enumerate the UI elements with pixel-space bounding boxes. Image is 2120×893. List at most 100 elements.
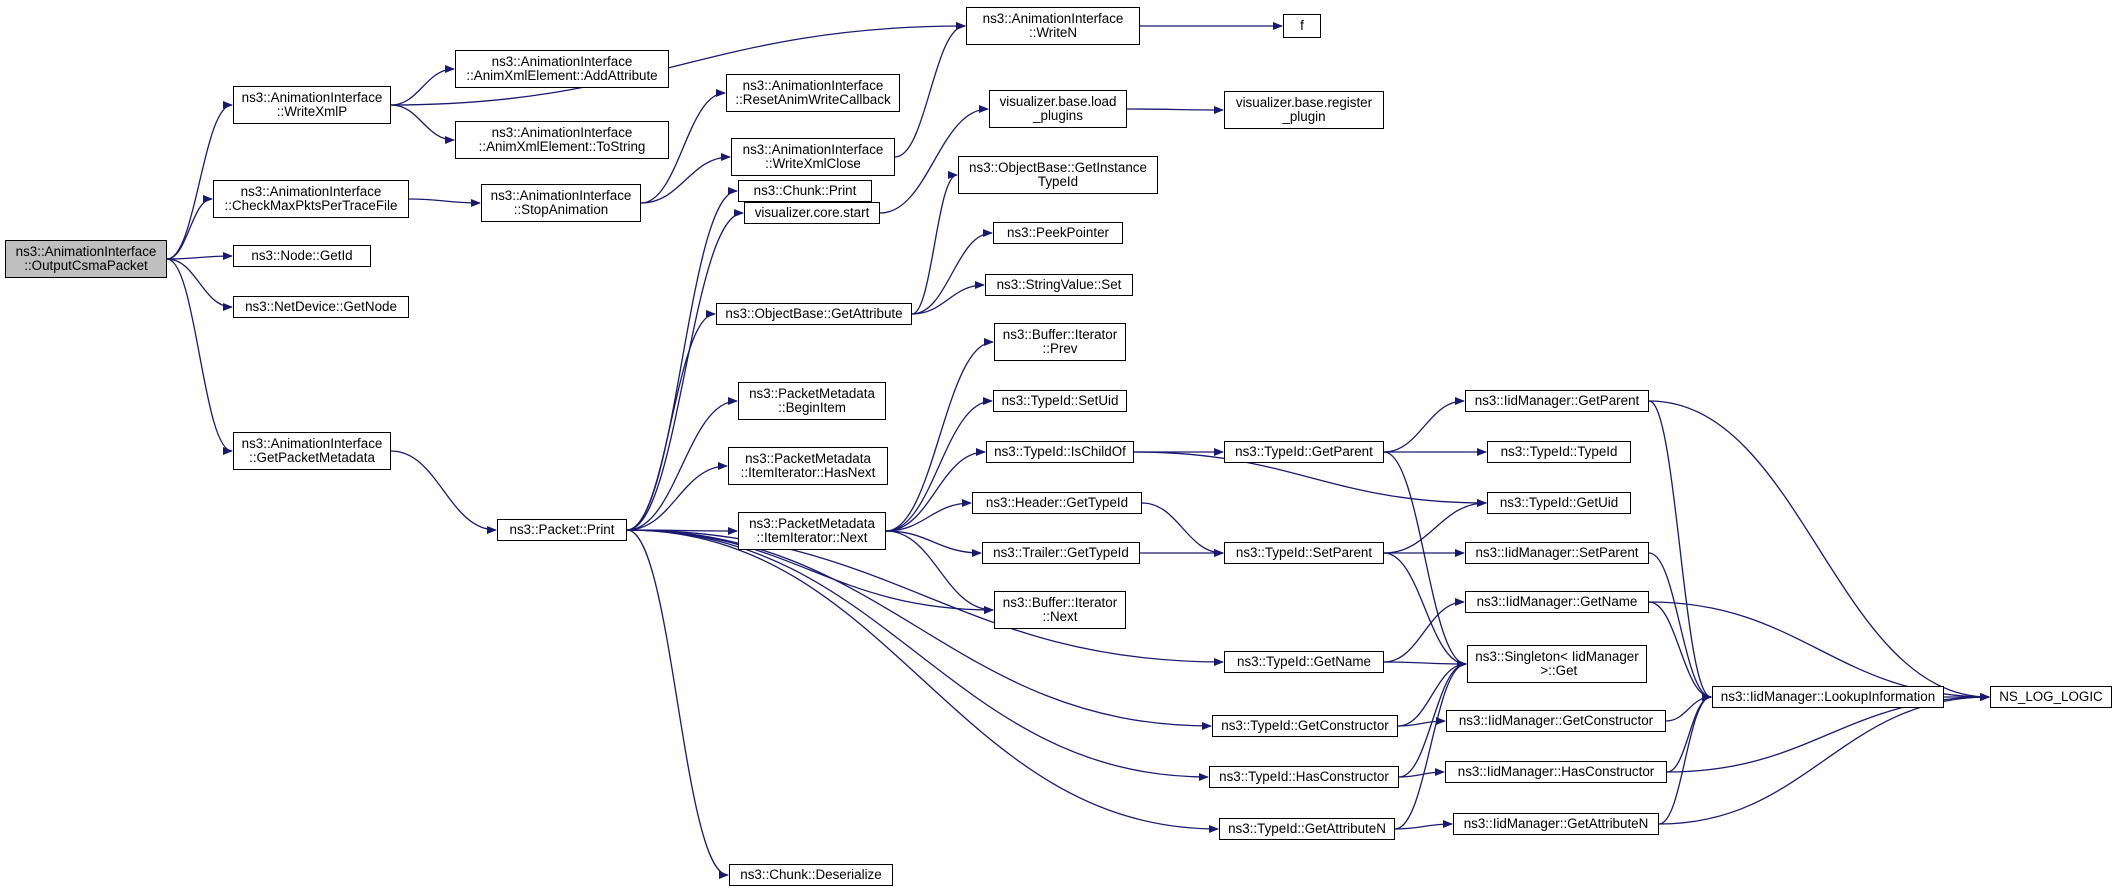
node-iid-lookup-information[interactable]: ns3::IidManager::LookupInformation [1712,686,1944,708]
node-visualizer-core-start[interactable]: visualizer.core.start [744,202,880,224]
edge-check-max-pkts-to-stop-animation [408,198,481,207]
node-typeid-get-uid[interactable]: ns3::TypeId::GetUid [1487,492,1631,514]
edge-typeid-get-attribute-n-to-iid-get-attribute-n [1394,820,1453,830]
node-visualizer-load-plugins[interactable]: visualizer.base.load_plugins [989,90,1127,128]
node-item-iterator-has-next[interactable]: ns3::PacketMetadata::ItemIterator::HasNe… [728,447,888,485]
node-visualizer-register-plugin[interactable]: visualizer.base.register_plugin [1224,91,1384,129]
node-label-line: ns3::TypeId::TypeId [1500,443,1618,459]
node-label-line: ns3::TypeId::GetParent [1235,443,1373,459]
node-label-line: ns3::AnimationInterface [982,10,1124,26]
edge-output-csma-packet-to-node-get-id [166,252,233,261]
node-label-line: _plugin [1282,109,1326,124]
node-chunk-print[interactable]: ns3::Chunk::Print [738,180,872,202]
edge-typeid-is-child-of-to-typeid-get-uid [1133,451,1487,507]
node-label-line: visualizer.base.load [999,93,1117,109]
node-label-line: ns3::ObjectBase::GetAttribute [725,305,903,321]
node-typeid-get-attribute-n[interactable]: ns3::TypeId::GetAttributeN [1219,818,1395,840]
node-label-line: ns3::PacketMetadata [749,515,875,531]
node-label-line: ns3::AnimationInterface [240,183,382,199]
node-trailer-get-type-id[interactable]: ns3::Trailer::GetTypeId [982,542,1140,564]
node-reset-anim-write-callback[interactable]: ns3::AnimationInterface::ResetAnimWriteC… [726,74,900,112]
node-stop-animation[interactable]: ns3::AnimationInterface::StopAnimation [481,184,641,222]
node-chunk-deserialize[interactable]: ns3::Chunk::Deserialize [729,864,893,886]
edge-item-iterator-next-to-typeid-is-child-of [885,448,986,532]
edge-item-iterator-next-to-trailer-get-type-id [885,530,982,557]
node-object-base-get-attribute[interactable]: ns3::ObjectBase::GetAttribute [716,303,912,325]
node-label-line: ::Next [1042,609,1078,624]
node-ns-log-logic[interactable]: NS_LOG_LOGIC [1990,686,2112,708]
node-to-string[interactable]: ns3::AnimationInterface::AnimXmlElement:… [455,121,669,159]
node-check-max-pkts[interactable]: ns3::AnimationInterface::CheckMaxPktsPer… [213,180,409,218]
edge-iid-has-constructor-to-ns-log-logic [1666,693,1990,773]
node-label-line: visualizer.base.register [1235,94,1373,110]
edge-stop-animation-to-write-xml-close [640,153,731,204]
node-packet-metadata-begin-item[interactable]: ns3::PacketMetadata::BeginItem [738,382,886,420]
node-label-line: ns3::Node::GetId [251,247,353,263]
node-label-line: ns3::AnimationInterface [15,243,157,259]
node-iid-set-parent[interactable]: ns3::IidManager::SetParent [1465,542,1649,564]
node-label-line: ns3::AnimationInterface [742,77,884,93]
node-item-iterator-next[interactable]: ns3::PacketMetadata::ItemIterator::Next [738,512,886,550]
node-label-line: ns3::AnimationInterface [742,141,884,157]
edge-packet-print-to-chunk-deserialize [626,529,729,879]
node-typeid-has-constructor[interactable]: ns3::TypeId::HasConstructor [1209,766,1399,788]
node-label-line: ns3::AnimationInterface [491,53,633,69]
node-singleton-get[interactable]: ns3::Singleton< IidManager >::Get [1467,645,1647,683]
edge-packet-print-to-typeid-get-attribute-n [626,529,1219,833]
node-typeid-get-parent[interactable]: ns3::TypeId::GetParent [1224,441,1384,463]
node-label-line: ns3::TypeId::GetName [1237,653,1371,669]
node-write-xml-close[interactable]: ns3::AnimationInterface::WriteXmlClose [731,138,895,176]
node-iid-get-attribute-n[interactable]: ns3::IidManager::GetAttributeN [1453,813,1659,835]
node-label-line: ::OutputCsmaPacket [24,258,148,273]
node-label-line: ns3::StringValue::Set [996,276,1122,292]
node-label-line: ns3::Chunk::Print [753,182,857,198]
node-label-line: TypeId [1037,174,1079,189]
node-node-get-id[interactable]: ns3::Node::GetId [233,245,371,267]
edge-typeid-get-name-to-singleton-get [1383,659,1467,668]
node-label-line: ::ItemIterator::Next [756,530,868,545]
node-label-line: ::WriteXmlP [276,104,348,119]
node-label-line: ::WriteXmlClose [765,156,861,171]
node-peek-pointer[interactable]: ns3::PeekPointer [993,222,1123,244]
node-f[interactable]: f [1283,14,1321,38]
edge-typeid-set-parent-to-singleton-get [1383,552,1467,668]
node-label-line: ns3::IidManager::GetName [1476,593,1638,609]
node-netdevice-get-node[interactable]: ns3::NetDevice::GetNode [233,296,409,318]
node-iid-get-parent[interactable]: ns3::IidManager::GetParent [1465,390,1649,412]
node-iid-get-name[interactable]: ns3::IidManager::GetName [1465,591,1649,613]
node-header-get-type-id[interactable]: ns3::Header::GetTypeId [972,492,1142,514]
edge-typeid-get-attribute-n-to-singleton-get [1394,660,1467,830]
node-label-line: ::StopAnimation [513,202,609,217]
node-typeid-typeid[interactable]: ns3::TypeId::TypeId [1487,441,1631,463]
node-buffer-iterator-prev[interactable]: ns3::Buffer::Iterator::Prev [994,323,1126,361]
node-typeid-get-name[interactable]: ns3::TypeId::GetName [1224,651,1384,673]
node-label-line: ns3::ObjectBase::GetInstance [969,159,1147,175]
node-label-line: ::AnimXmlElement::ToString [478,139,646,154]
node-label-line: ns3::IidManager::GetConstructor [1458,712,1654,728]
node-label-line: ns3::TypeId::HasConstructor [1219,768,1389,784]
node-string-value-set[interactable]: ns3::StringValue::Set [985,274,1133,296]
edge-packet-print-to-visualizer-core-start [626,209,744,531]
node-iid-has-constructor[interactable]: ns3::IidManager::HasConstructor [1445,761,1667,783]
edge-visualizer-load-plugins-to-visualizer-register-plugin [1126,105,1224,114]
node-get-packet-metadata[interactable]: ns3::AnimationInterface::GetPacketMetada… [233,432,391,470]
node-label-line: ns3::Buffer::Iterator [1002,326,1118,342]
node-write-n[interactable]: ns3::AnimationInterface::WriteN [966,7,1140,45]
node-typeid-set-parent[interactable]: ns3::TypeId::SetParent [1224,542,1384,564]
node-typeid-is-child-of[interactable]: ns3::TypeId::IsChildOf [986,441,1134,463]
node-add-attribute[interactable]: ns3::AnimationInterface::AnimXmlElement:… [455,50,669,88]
node-label-line: ns3::IidManager::HasConstructor [1457,763,1655,779]
node-typeid-set-uid[interactable]: ns3::TypeId::SetUid [993,390,1127,412]
node-label-line: ::CheckMaxPktsPerTraceFile [224,198,398,213]
node-packet-print[interactable]: ns3::Packet::Print [497,519,627,541]
node-write-xml-p[interactable]: ns3::AnimationInterface::WriteXmlP [233,86,391,124]
edge-object-base-get-attribute-to-string-value-set [911,281,985,315]
node-buffer-iterator-next[interactable]: ns3::Buffer::Iterator::Next [994,591,1126,629]
node-typeid-get-constructor[interactable]: ns3::TypeId::GetConstructor [1212,715,1398,737]
edge-typeid-has-constructor-to-iid-has-constructor [1398,768,1445,778]
edge-stop-animation-to-reset-anim-write-callback [640,89,726,204]
edge-packet-print-to-typeid-get-constructor [626,529,1212,730]
node-label-line: ns3::TypeId::GetConstructor [1221,717,1389,733]
node-iid-get-constructor[interactable]: ns3::IidManager::GetConstructor [1446,710,1666,732]
